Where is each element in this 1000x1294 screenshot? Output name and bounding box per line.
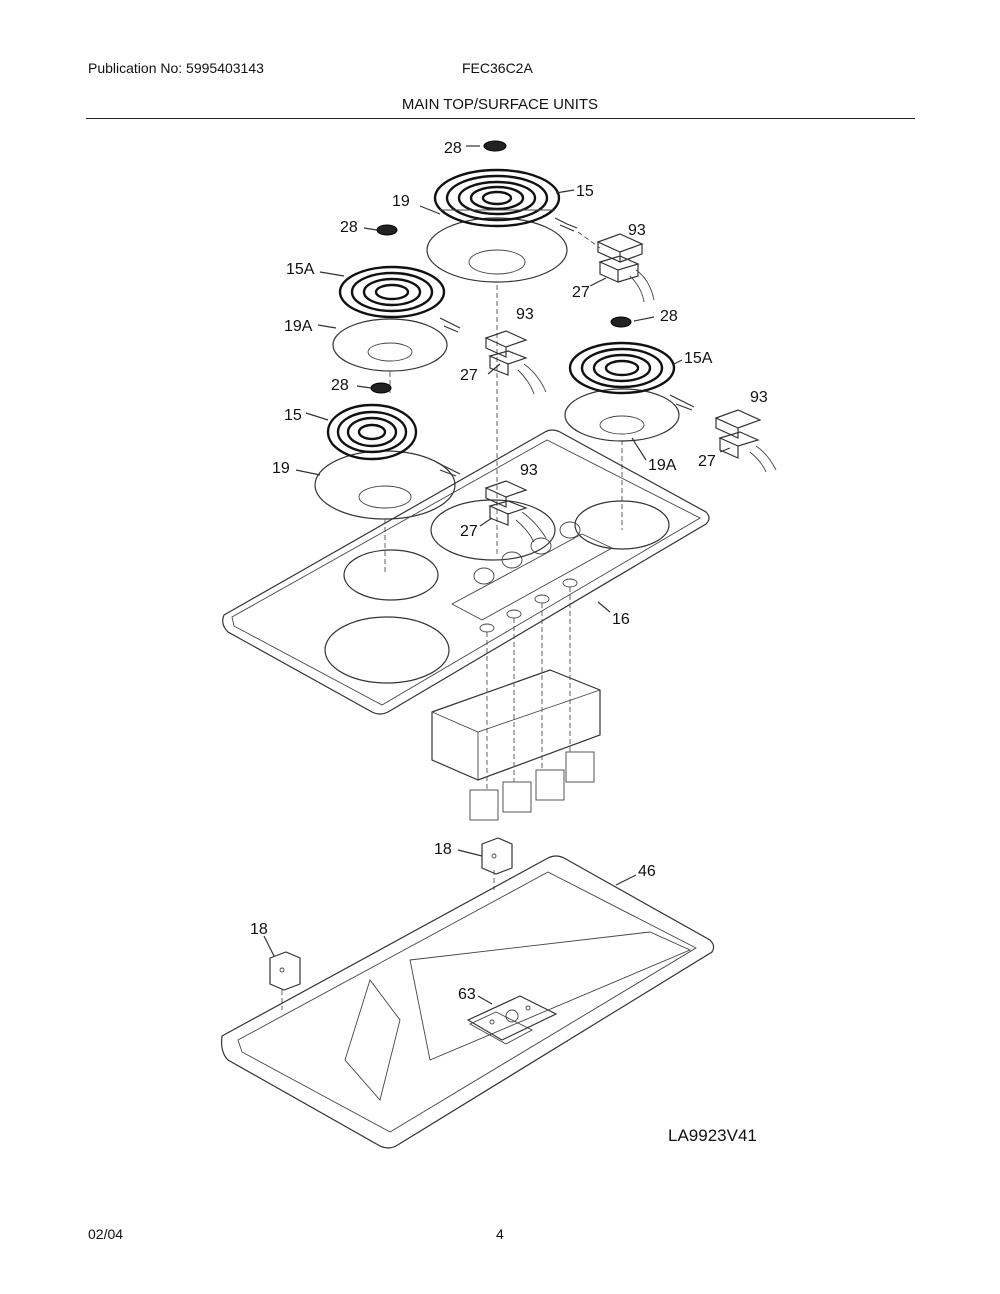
hinge-bracket-18-left xyxy=(269,951,301,1010)
section-title: MAIN TOP/SURFACE UNITS xyxy=(401,96,599,113)
surface-element-rear-center xyxy=(426,168,578,283)
burner-box-46 xyxy=(221,855,715,1149)
label-46: 46 xyxy=(638,863,656,880)
label-15: 15 xyxy=(284,407,302,424)
label-18: 18 xyxy=(250,921,268,938)
plate-63 xyxy=(466,995,558,1041)
surface-element-left-front xyxy=(314,403,461,520)
drip-cap-28-top xyxy=(483,140,507,152)
label-28: 28 xyxy=(444,140,462,157)
receptacle-block-center-front xyxy=(484,480,547,543)
control-switch-assembly xyxy=(431,669,601,821)
label-93: 93 xyxy=(628,222,646,239)
label-15: 15 xyxy=(576,183,594,200)
main-top-16 xyxy=(222,429,710,715)
receptacle-block-right xyxy=(714,409,777,473)
label-28: 28 xyxy=(331,377,349,394)
receptacle-block-left-rear xyxy=(484,330,547,395)
label-27: 27 xyxy=(698,453,716,470)
page-number: 4 xyxy=(496,1226,504,1242)
model-number: FEC36C2A xyxy=(462,60,533,76)
label-28: 28 xyxy=(660,308,678,325)
drip-cap-28-right xyxy=(610,316,632,328)
label-27: 27 xyxy=(460,523,478,540)
hinge-bracket-18-right xyxy=(481,837,513,890)
label-19: 19 xyxy=(392,193,410,210)
label-28: 28 xyxy=(340,219,358,236)
label-27: 27 xyxy=(572,284,590,301)
surface-element-right xyxy=(564,341,695,442)
receptacle-block-top-right xyxy=(596,233,655,303)
surface-element-left-rear xyxy=(332,265,461,372)
label-19: 19 xyxy=(272,460,290,477)
label-15A: 15A xyxy=(286,261,315,278)
label-93: 93 xyxy=(516,306,534,323)
drip-cap-28-left-front xyxy=(370,382,392,394)
label-19A: 19A xyxy=(284,318,313,335)
label-27: 27 xyxy=(460,367,478,384)
drip-cap-28-left-rear xyxy=(376,224,398,236)
label-16: 16 xyxy=(612,611,630,628)
label-19A: 19A xyxy=(648,457,677,474)
label-93: 93 xyxy=(520,462,538,479)
label-93: 93 xyxy=(750,389,768,406)
footer-date: 02/04 xyxy=(88,1226,124,1242)
label-63: 63 xyxy=(458,986,476,1003)
drawing-code: LA9923V41 xyxy=(668,1126,757,1145)
header-divider xyxy=(86,118,915,119)
publication-number: Publication No: 5995403143 xyxy=(88,60,264,76)
label-18: 18 xyxy=(434,841,452,858)
label-15A: 15A xyxy=(684,350,713,367)
